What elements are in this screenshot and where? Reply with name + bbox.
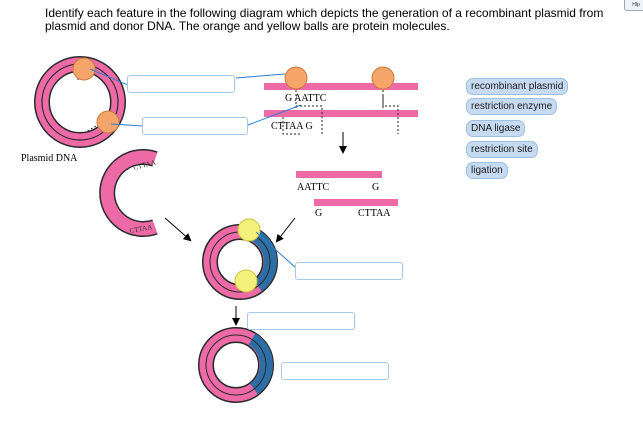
answer-box-4[interactable] — [247, 312, 355, 330]
fragment-top — [296, 171, 382, 178]
chip-recombinant-plasmid[interactable]: recombinant plasmid — [466, 78, 569, 95]
recombinant-plasmid — [198, 327, 274, 403]
restriction-enzyme-ball-2 — [96, 110, 120, 134]
chip-restriction-enzyme[interactable]: restriction enzyme — [466, 98, 558, 115]
chip-dna-ligase[interactable]: DNA ligase — [466, 120, 526, 137]
fragment-bottom — [314, 199, 398, 206]
restriction-enzyme-ball-3 — [284, 66, 308, 90]
donor-strand-top — [264, 83, 418, 90]
answer-box-3[interactable] — [295, 262, 403, 280]
open-plasmid-bottom-end: CTTAA — [129, 223, 153, 235]
donor-bottom-sequence: CTTAA G — [271, 121, 313, 132]
answer-box-2[interactable] — [142, 117, 248, 135]
help-tab[interactable]: Hlp — [624, 0, 643, 11]
restriction-enzyme-ball-1 — [72, 57, 96, 81]
chip-restriction-site[interactable]: restriction site — [466, 141, 538, 158]
fragment-bottom-right-text: CTTAA — [358, 208, 391, 219]
donor-strand-bottom — [264, 110, 418, 117]
opened-plasmid — [99, 149, 158, 237]
answer-box-5[interactable] — [281, 362, 389, 380]
fragment-bottom-left-text: G — [315, 208, 322, 219]
ligase-ball-2 — [234, 269, 258, 293]
chip-ligation[interactable]: ligation — [466, 162, 508, 179]
fragment-top-right-text: G — [372, 182, 379, 193]
answer-box-1[interactable] — [127, 75, 235, 93]
plasmid-dna-label: Plasmid DNA — [21, 153, 78, 164]
fragment-top-left-text: AATTC — [297, 182, 330, 193]
ligase-ball-1 — [237, 218, 261, 242]
question-text: Identify each feature in the following d… — [45, 6, 604, 33]
restriction-enzyme-ball-4 — [371, 66, 395, 90]
donor-top-sequence: G AATTC — [285, 93, 327, 104]
